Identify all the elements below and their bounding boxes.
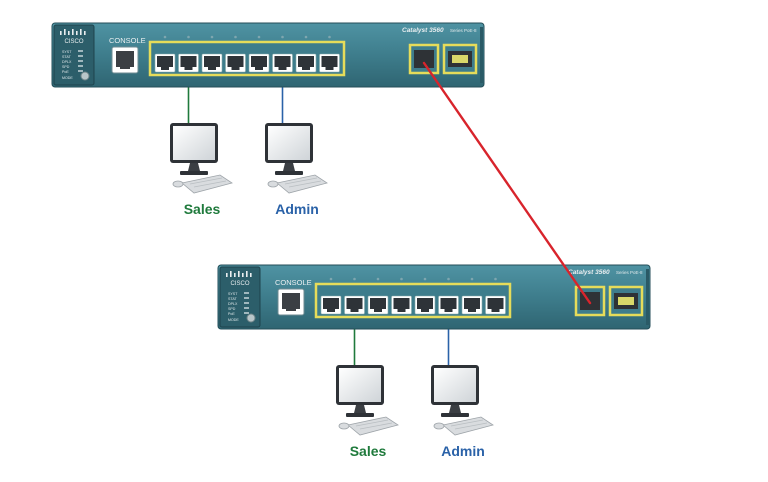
fastethernet-port-2 [344, 295, 365, 315]
status-led-spd: SPD [62, 65, 70, 69]
mode-button[interactable] [80, 71, 90, 81]
trunk-layer [422, 61, 592, 305]
led-indicator [244, 302, 249, 304]
fastethernet-port-3 [367, 295, 389, 315]
status-led-dplx: DPLX [62, 60, 72, 64]
status-led-dplx: DPLX [228, 302, 238, 306]
fastethernet-port-5 [414, 295, 436, 315]
model-label: Catalyst 3560 [568, 269, 610, 276]
led-indicator [78, 50, 83, 52]
series-label: Series PoE-8 [616, 270, 643, 275]
console-label: CONSOLE [275, 278, 312, 287]
console-label: CONSOLE [109, 36, 146, 45]
host-label-admin-2: Admin [441, 443, 485, 459]
led-indicator [244, 312, 249, 314]
fastethernet-port-3 [201, 53, 223, 73]
pc-icon [430, 364, 494, 436]
mode-label: MODE [62, 76, 73, 80]
port-led [163, 35, 167, 39]
pc-admin-2[interactable] [430, 364, 494, 436]
led-indicator [78, 70, 83, 72]
pc-icon [169, 122, 233, 194]
port-led [281, 35, 284, 39]
status-led-stat: STAT [228, 297, 237, 301]
switch-layer: CISCOSYSTSTATDPLXSPDPoEMODECONSOLECataly… [50, 21, 652, 331]
mode-button[interactable] [246, 313, 256, 323]
pc-sales-1[interactable] [169, 122, 233, 194]
cisco-logo: CISCO [226, 271, 252, 287]
port-led [494, 277, 497, 281]
status-led-spd: SPD [228, 307, 236, 311]
fastethernet-port-8 [319, 53, 340, 73]
fastethernet-port-6 [272, 53, 293, 73]
status-led-poe: PoE [62, 70, 69, 74]
fastethernet-port-7 [461, 295, 483, 315]
port-led [423, 277, 427, 281]
host-label-sales-2: Sales [350, 443, 387, 459]
host-label-admin-1: Admin [275, 201, 319, 217]
host-label-sales-1: Sales [184, 201, 221, 217]
port-led [187, 35, 190, 39]
series-label: Series PoE-8 [450, 28, 477, 33]
status-led-syst: SYST [62, 50, 72, 54]
led-indicator [78, 55, 83, 57]
fastethernet-port-1 [154, 53, 176, 73]
model-label: Catalyst 3560 [402, 27, 444, 34]
led-indicator [244, 297, 249, 299]
trunk-link-1 [422, 61, 592, 305]
status-led-poe: PoE [228, 312, 235, 316]
port-led [376, 277, 380, 281]
pc-admin-1[interactable] [264, 122, 328, 194]
port-led [210, 35, 214, 39]
fastethernet-port-7 [295, 53, 317, 73]
cisco-logo: CISCO [60, 29, 86, 45]
port-led [447, 277, 450, 281]
port-led [470, 277, 474, 281]
fastethernet-port-6 [438, 295, 459, 315]
brand-label: CISCO [230, 281, 249, 287]
fastethernet-port-8 [485, 295, 506, 315]
led-indicator [78, 65, 83, 67]
brand-label: CISCO [64, 39, 83, 45]
port-led [234, 35, 237, 39]
pc-icon [264, 122, 328, 194]
pc-icon [335, 364, 399, 436]
port-led [329, 277, 333, 281]
fastethernet-port-4 [391, 295, 412, 315]
port-led [353, 277, 356, 281]
port-led [257, 35, 261, 39]
led-indicator [244, 292, 249, 294]
pc-sales-2[interactable] [335, 364, 399, 436]
mode-label: MODE [228, 318, 239, 322]
port-led [328, 35, 331, 39]
status-led-stat: STAT [62, 55, 71, 59]
fastethernet-port-4 [225, 53, 246, 73]
fastethernet-port-2 [178, 53, 199, 73]
led-indicator [244, 307, 249, 309]
status-led-syst: SYST [228, 292, 238, 296]
port-led [400, 277, 403, 281]
fastethernet-port-5 [248, 53, 270, 73]
port-led [304, 35, 308, 39]
led-indicator [78, 60, 83, 62]
fastethernet-port-1 [320, 295, 342, 315]
